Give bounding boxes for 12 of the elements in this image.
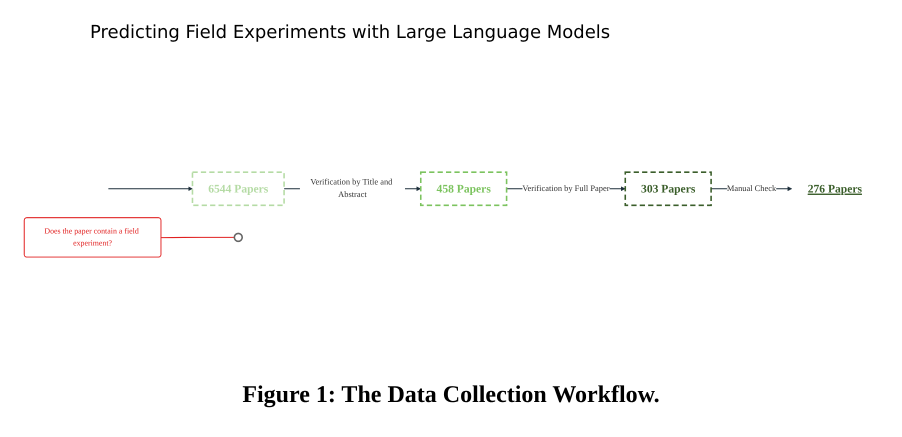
node-text: 276 Papers xyxy=(808,182,862,196)
connector xyxy=(161,237,234,239)
arrow xyxy=(108,186,193,192)
node-box: 303 Papers xyxy=(624,172,712,206)
node-box: 6544 Papers xyxy=(192,172,285,206)
edge-label: Manual Check xyxy=(726,184,776,194)
running-header: Predicting Field Experiments with Large Language Models xyxy=(90,22,610,43)
figure-caption: Figure 1: The Data Collection Workflow. xyxy=(242,382,660,409)
edge-label: Verification by Full Paper xyxy=(522,184,610,194)
edge-label: Verification by Title and Abstract xyxy=(310,178,392,200)
node-person xyxy=(234,233,243,242)
node-box: 458 Papers xyxy=(420,172,508,206)
